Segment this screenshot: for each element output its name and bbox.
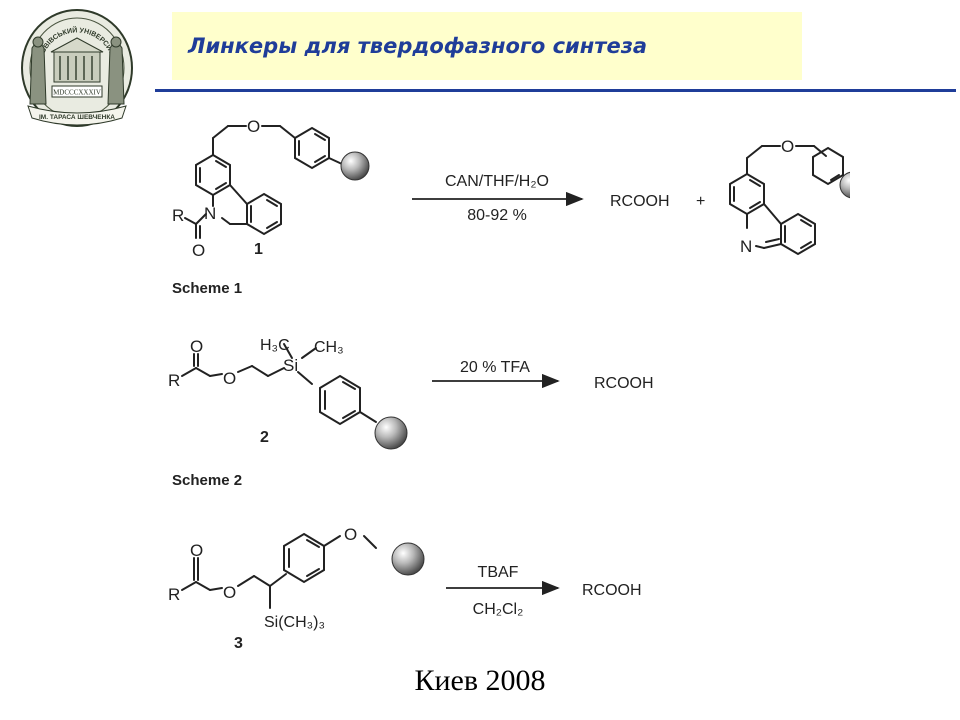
atom-SiMe3: Si(CH₃)₃ <box>264 614 325 631</box>
university-seal-logo: ЛЬВІВСЬКИЙ УНІВЕРСИТЕТ MDCCCXXXIV ІМ. ТА… <box>18 8 133 127</box>
reagent-1: CAN/THF/H₂O <box>445 173 549 190</box>
resin-bead-1 <box>340 151 370 181</box>
atom-O-ester-3: O <box>223 583 236 602</box>
resin-bead-2 <box>374 416 408 450</box>
resin-bead-1b <box>839 171 850 199</box>
plus-sign: + <box>696 193 705 210</box>
title-banner: Линкеры для твердофазного синтеза <box>172 12 802 80</box>
atom-O-product: O <box>781 137 794 156</box>
resin-bead-3 <box>391 542 425 576</box>
atom-R-3: R <box>168 585 180 604</box>
slide-title: Линкеры для твердофазного синтеза <box>188 34 648 58</box>
reagent-3-bottom: CH₂Cl₂ <box>473 601 524 618</box>
atom-O-ester-2: O <box>223 369 236 388</box>
compound-number-2: 2 <box>260 429 269 446</box>
scheme-2 <box>181 343 377 426</box>
product-3: RCOOH <box>582 582 642 599</box>
scheme-1 <box>184 125 343 239</box>
atom-CH3: CH₃ <box>314 339 344 356</box>
compound-number-3: 3 <box>234 635 243 652</box>
atom-O-ether-3: O <box>344 525 357 544</box>
scheme-2-caption: Scheme 2 <box>172 472 242 489</box>
atom-N-product: N <box>740 237 752 256</box>
yield-1: 80-92 % <box>467 207 527 224</box>
reaction-schemes: N R O O 1 CAN/THF/H₂O 80-92 % RCOOH + N … <box>168 117 850 652</box>
atom-Si-2: Si <box>283 356 298 375</box>
title-divider <box>155 89 956 92</box>
seal-year: MDCCCXXXIV <box>53 89 101 97</box>
atom-O-carbonyl-3: O <box>190 541 203 560</box>
atom-H3C: H₃C <box>260 337 290 354</box>
atom-O-ether: O <box>247 117 260 136</box>
scheme-1-caption: Scheme 1 <box>172 280 242 297</box>
atom-R: R <box>172 206 184 225</box>
reagent-2: 20 % TFA <box>460 359 530 376</box>
phenanthridine-product <box>729 145 850 256</box>
product-2: RCOOH <box>594 375 654 392</box>
seal-ribbon-text: ІМ. ТАРАСА ШЕВЧЕНКА <box>39 114 115 121</box>
slide-footer: Киев 2008 <box>414 664 546 697</box>
reagent-3-top: TBAF <box>478 564 519 581</box>
atom-O-carbonyl: O <box>192 241 205 260</box>
compound-number-1: 1 <box>254 241 263 258</box>
atom-N: N <box>204 204 216 223</box>
atom-R-2: R <box>168 371 180 390</box>
product-1: RCOOH <box>610 193 670 210</box>
scheme-3 <box>181 532 377 609</box>
atom-O-carbonyl-2: O <box>190 337 203 356</box>
